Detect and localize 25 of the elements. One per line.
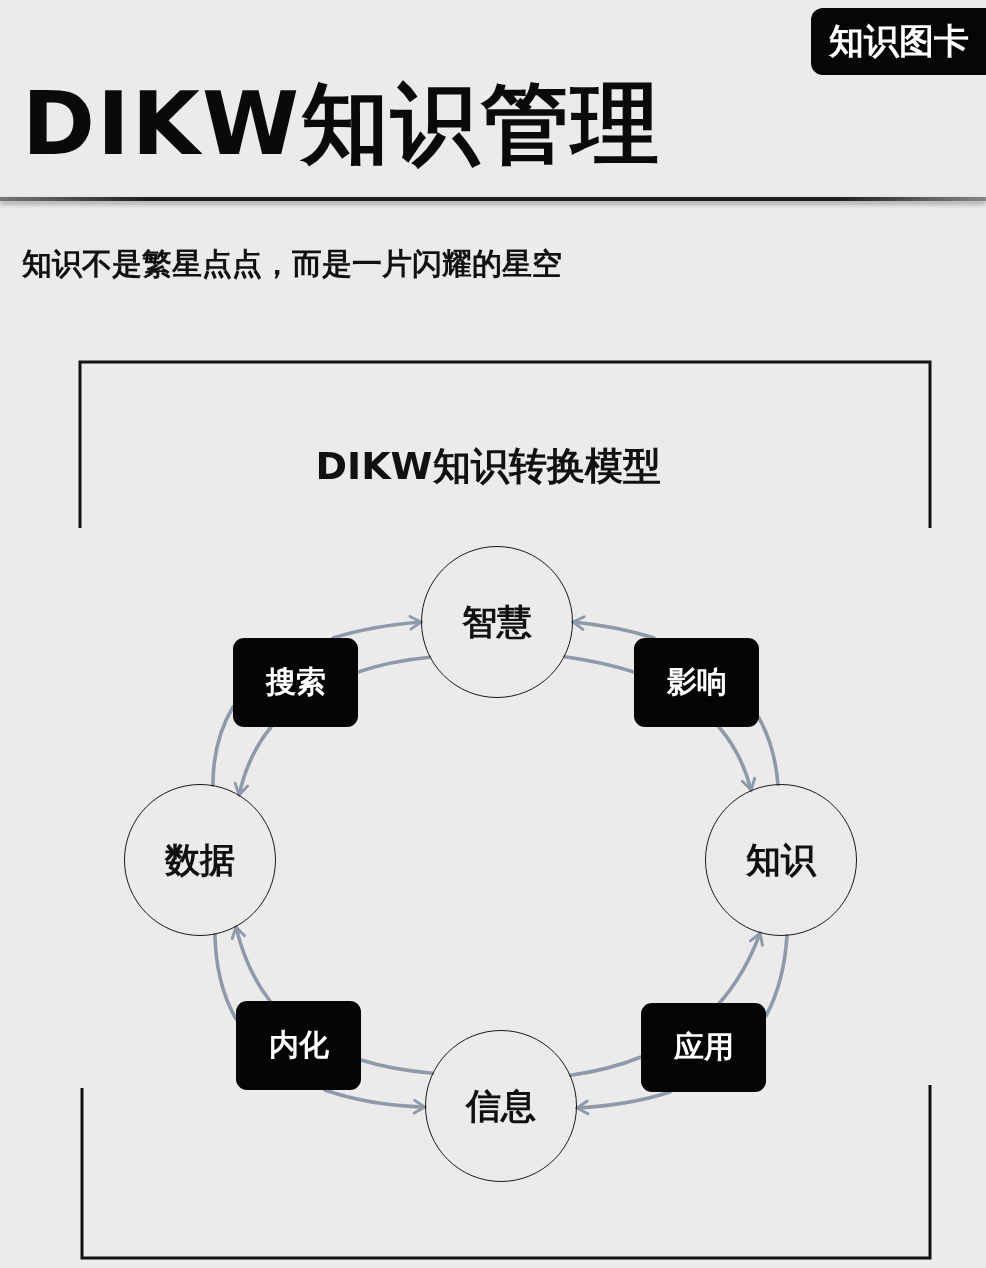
heading: DIKW知识转换模型 bbox=[315, 447, 661, 485]
title: DIKW知识管理 bbox=[22, 80, 662, 168]
connector-line bbox=[764, 934, 789, 1018]
process-box: 应用 bbox=[641, 1003, 766, 1092]
curved-arrow bbox=[323, 1088, 427, 1115]
connector-line bbox=[213, 932, 238, 1021]
connector-line bbox=[562, 654, 636, 674]
connector-line bbox=[356, 655, 432, 674]
connector-line bbox=[359, 1058, 435, 1075]
connector-line bbox=[211, 705, 235, 787]
curved-arrow bbox=[717, 725, 756, 792]
connector-line bbox=[757, 716, 780, 786]
curved-arrow bbox=[571, 615, 656, 640]
process-box: 内化 bbox=[236, 1001, 361, 1090]
badge: 知识图卡 bbox=[811, 8, 986, 75]
connector-line bbox=[568, 1055, 643, 1077]
process-box: 搜索 bbox=[233, 638, 358, 727]
process-box: 影响 bbox=[634, 638, 759, 727]
subtitle: 知识不是繁星点点，而是一片闪耀的星空 bbox=[22, 249, 562, 279]
curved-arrow bbox=[575, 1090, 672, 1116]
curved-arrow bbox=[331, 615, 423, 640]
curved-arrow bbox=[233, 725, 273, 797]
curved-arrow bbox=[230, 925, 272, 1003]
frame bbox=[78, 360, 933, 1260]
curved-arrow bbox=[717, 931, 764, 1005]
